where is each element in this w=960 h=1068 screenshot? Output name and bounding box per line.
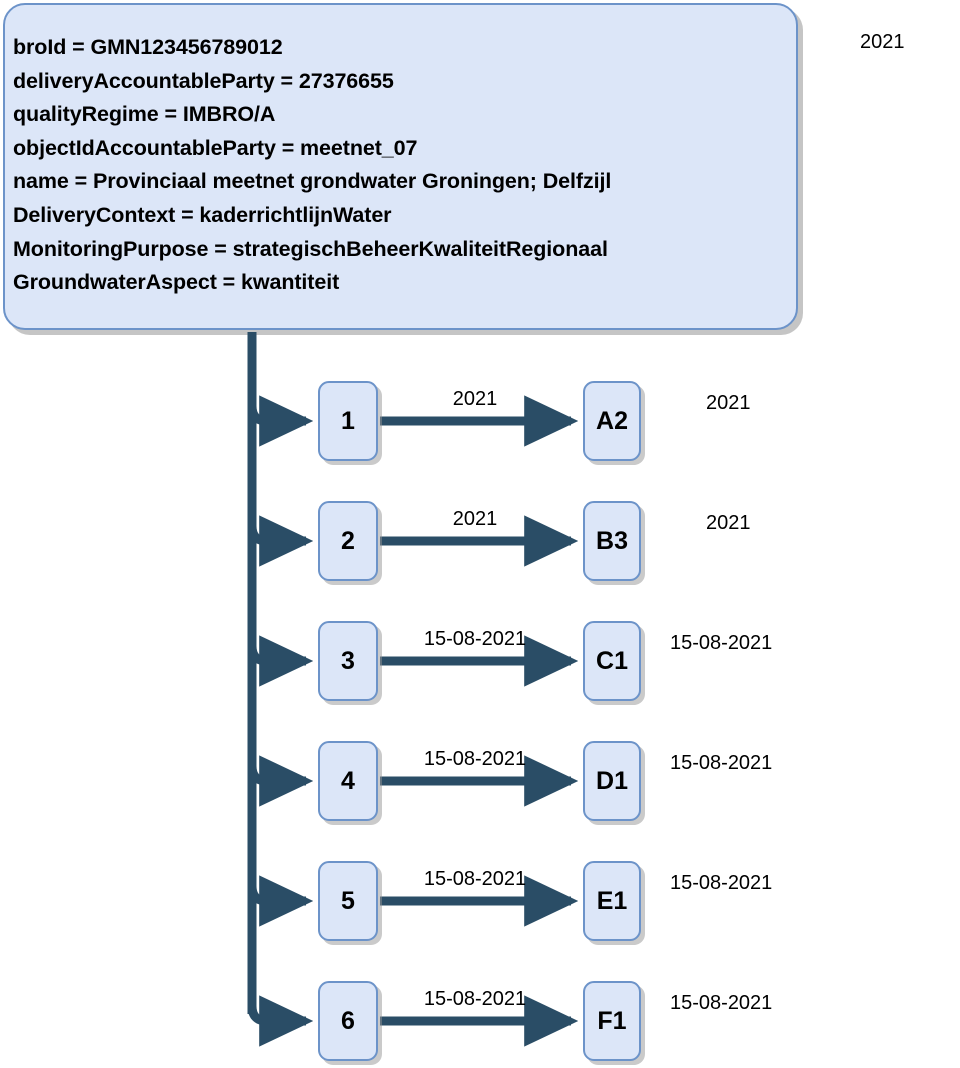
attribute-line-objectidaccountableparty: objectIdAccountableParty = meetnet_07 bbox=[13, 135, 418, 160]
attribute-line-deliverycontext: DeliveryContext = kaderrichtlijnWater bbox=[13, 202, 392, 227]
well-node-c1[interactable]: C1 bbox=[583, 621, 641, 701]
row-label-5: 15-08-2021 bbox=[670, 872, 773, 894]
well-node-d1[interactable]: D1 bbox=[583, 741, 641, 821]
edge-label-row-5: 15-08-2021 bbox=[423, 868, 527, 890]
edge-label-row-3: 15-08-2021 bbox=[423, 628, 527, 650]
row-label-2: 2021 bbox=[706, 512, 751, 534]
attribute-line-groundwateraspect: GroundwaterAspect = kwantiteit bbox=[13, 270, 340, 295]
attribute-line-name: name = Provinciaal meetnet grondwater Gr… bbox=[13, 169, 612, 194]
attribute-line-monitoringpurpose: MonitoringPurpose = strategischBeheerKwa… bbox=[13, 236, 608, 261]
well-node-b3[interactable]: B3 bbox=[583, 501, 641, 581]
gmn-attribute-box: broId = GMN123456789012 deliveryAccounta… bbox=[3, 3, 798, 330]
attribute-line-broid: broId = GMN123456789012 bbox=[13, 35, 283, 59]
corner-year-label: 2021 bbox=[860, 31, 905, 53]
row-label-3: 15-08-2021 bbox=[670, 632, 773, 654]
measuring-point-node-6[interactable]: 6 bbox=[318, 981, 378, 1061]
well-node-a2[interactable]: A2 bbox=[583, 381, 641, 461]
measuring-point-node-1[interactable]: 1 bbox=[318, 381, 378, 461]
gmn-attribute-list: broId = GMN123456789012 deliveryAccounta… bbox=[13, 31, 790, 300]
well-node-e1[interactable]: E1 bbox=[583, 861, 641, 941]
measuring-point-node-3[interactable]: 3 bbox=[318, 621, 378, 701]
row-label-1: 2021 bbox=[706, 392, 751, 414]
edge-label-row-4: 15-08-2021 bbox=[423, 748, 527, 770]
well-node-f1[interactable]: F1 bbox=[583, 981, 641, 1061]
measuring-point-node-4[interactable]: 4 bbox=[318, 741, 378, 821]
row-label-6: 15-08-2021 bbox=[670, 992, 773, 1014]
edge-label-row-2: 2021 bbox=[452, 508, 498, 530]
row-label-4: 15-08-2021 bbox=[670, 752, 773, 774]
attribute-line-qualityregime: qualityRegime = IMBRO/A bbox=[13, 102, 276, 127]
edge-label-row-6: 15-08-2021 bbox=[423, 988, 527, 1010]
measuring-point-node-5[interactable]: 5 bbox=[318, 861, 378, 941]
edge-label-row-1: 2021 bbox=[452, 388, 498, 410]
measuring-point-node-2[interactable]: 2 bbox=[318, 501, 378, 581]
attribute-line-deliveryaccountableparty: deliveryAccountableParty = 27376655 bbox=[13, 68, 394, 93]
